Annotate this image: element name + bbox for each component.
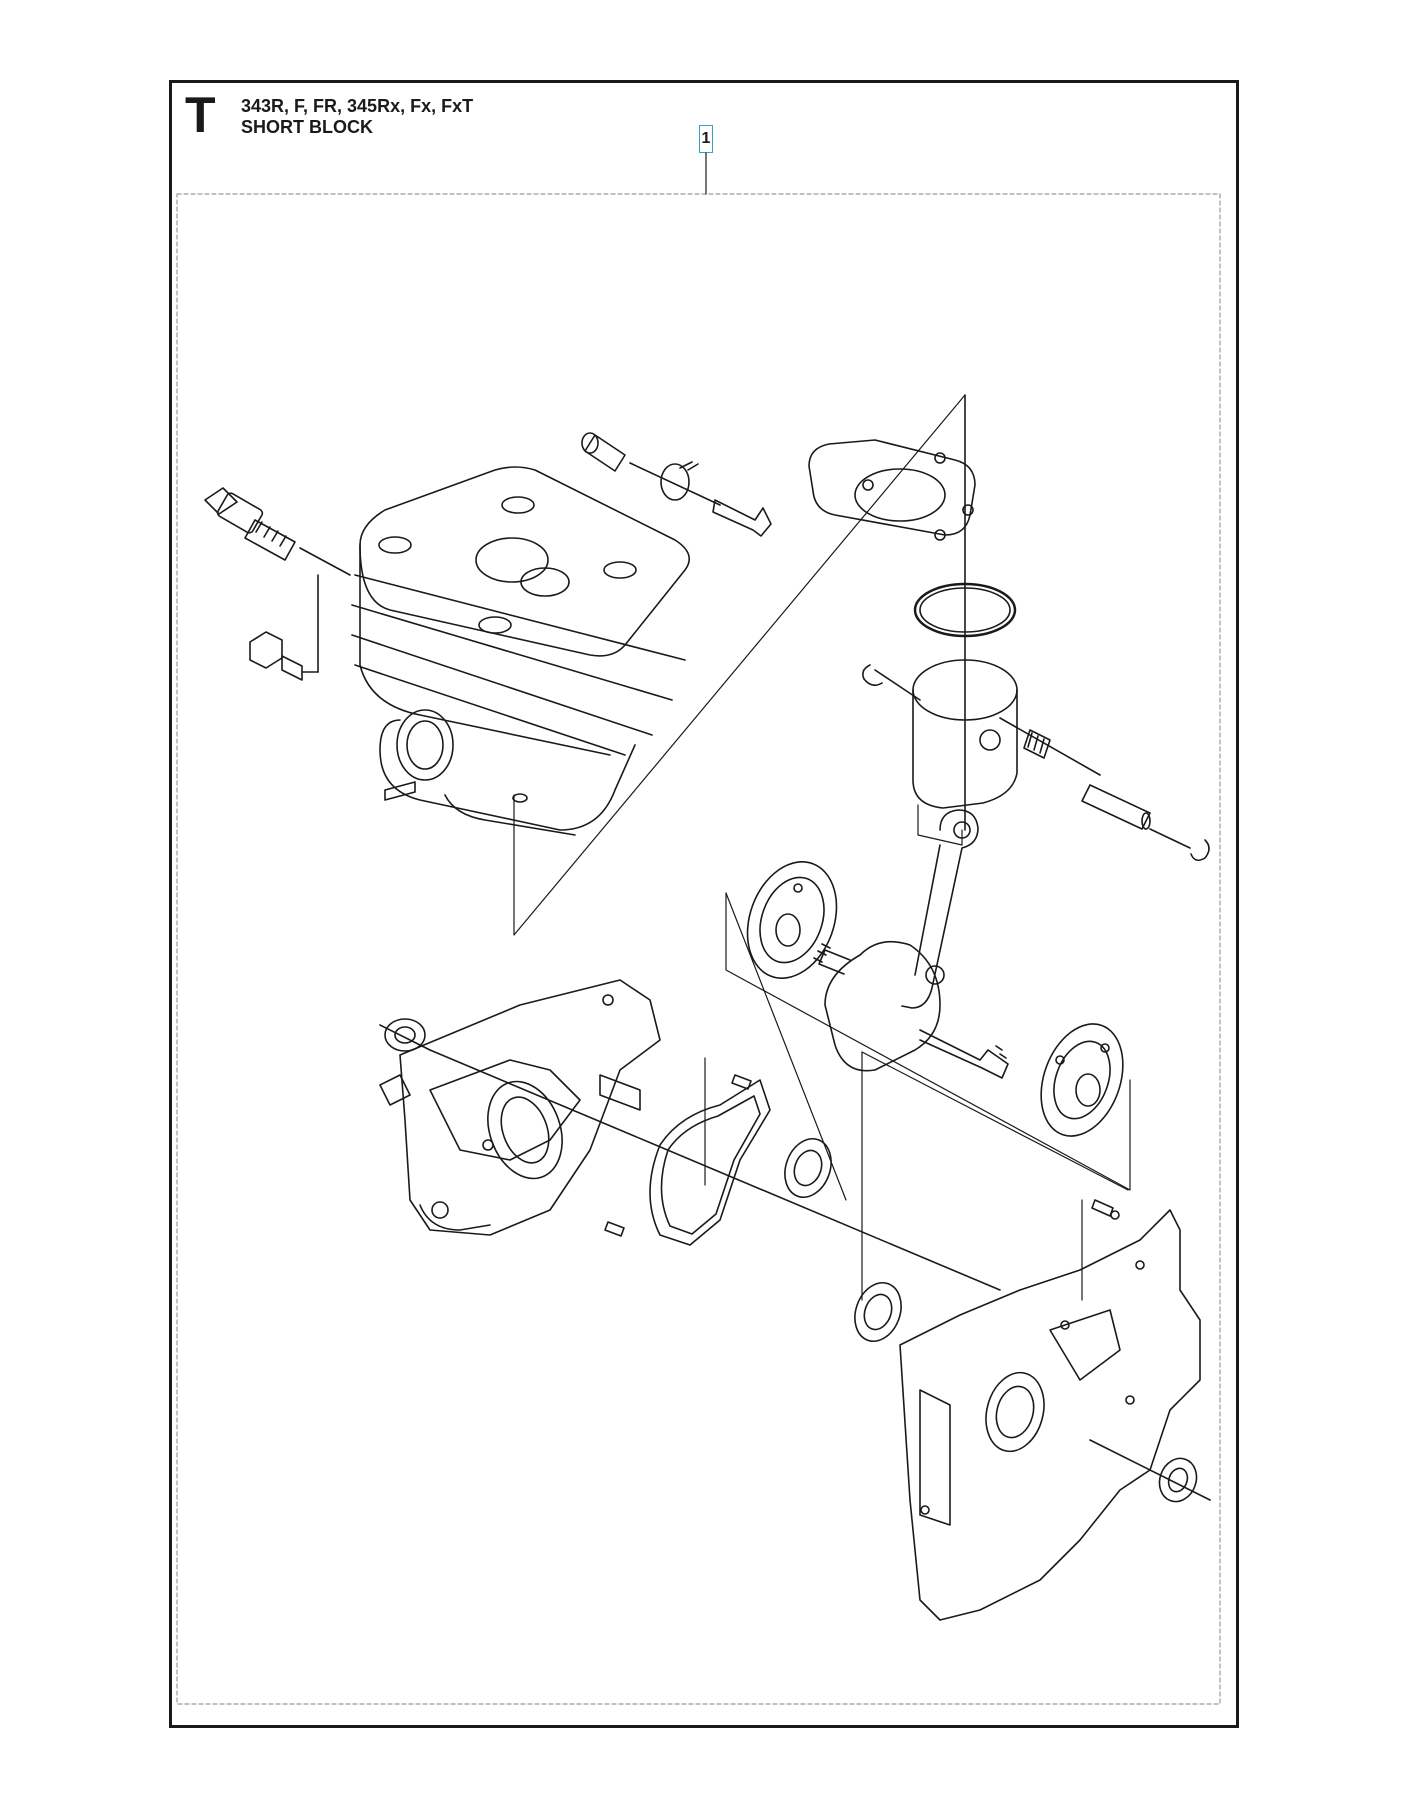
assembly-guide-lines <box>513 394 1131 1301</box>
guide-pin-2-icon <box>604 1221 625 1237</box>
crank-counterweight-right-icon <box>1040 1023 1124 1137</box>
cylinder-icon <box>351 466 691 836</box>
hose-clamp-icon <box>629 461 721 506</box>
needle-bearing-icon <box>999 717 1101 776</box>
crank-counterweight-left-icon <box>746 861 838 979</box>
cylinder-plug-icon <box>249 574 319 681</box>
piston-pin-icon <box>1081 784 1191 849</box>
cylinder-gasket-icon <box>808 439 976 541</box>
piston-circlip-2-icon <box>1190 839 1210 862</box>
piston-icon <box>912 394 1018 831</box>
seal-right-icon <box>1089 1439 1211 1503</box>
crankcase-left-icon <box>379 979 661 1236</box>
crankcase-screw-icon <box>1091 1199 1120 1220</box>
crankcase-right-icon <box>899 1209 1201 1621</box>
impulse-hose-icon <box>581 432 626 472</box>
decompression-valve-icon <box>204 487 351 576</box>
impulse-nipple-icon <box>712 499 772 537</box>
bearing-left-icon <box>784 1138 832 1198</box>
page-frame <box>169 80 1239 1728</box>
piston-circlip-icon <box>862 664 921 701</box>
kit-boundary <box>176 193 1221 1705</box>
assembly-title: SHORT BLOCK <box>241 117 373 137</box>
model-list: 343R, F, FR, 345Rx, Fx, FxT <box>241 96 474 116</box>
crankcase-gasket-icon <box>649 1079 771 1246</box>
section-letter: T <box>185 87 216 143</box>
crankshaft-icon <box>813 940 1009 1079</box>
bearing-right-icon <box>854 1282 902 1342</box>
guide-pin-1-icon <box>731 1074 752 1090</box>
seal-left-icon <box>379 1018 1001 1291</box>
